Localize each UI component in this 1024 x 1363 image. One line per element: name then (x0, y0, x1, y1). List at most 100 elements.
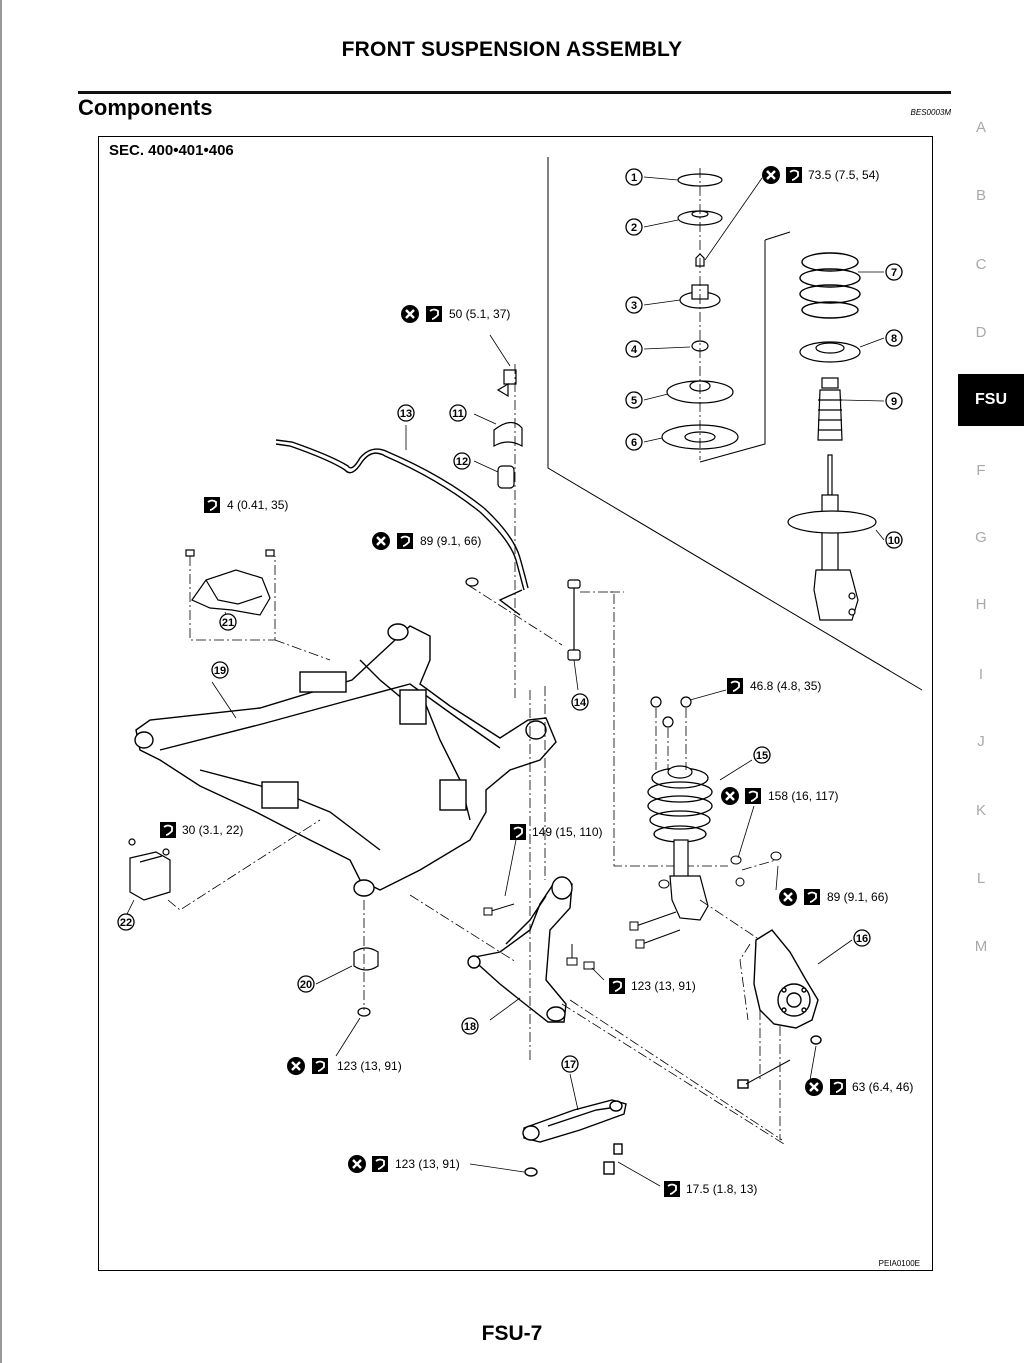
svg-text:14: 14 (574, 697, 587, 709)
index-letter-m[interactable]: M (974, 938, 988, 955)
leader-lines-7-10 (841, 271, 885, 541)
index-letter-g[interactable]: G (975, 529, 987, 546)
svg-text:12: 12 (456, 456, 468, 468)
svg-text:20: 20 (300, 979, 312, 991)
svg-text:123 (13, 91): 123 (13, 91) (395, 1157, 460, 1171)
index-letter-d[interactable]: D (975, 324, 987, 341)
assembly-divider-lines (547, 157, 923, 691)
torque-spec-30: 30 (3.1, 22) (159, 821, 243, 839)
no-reuse-icon (346, 1153, 368, 1175)
compression-rod (522, 1099, 627, 1177)
steering-knuckle (737, 929, 822, 1089)
link-dashed-lines (409, 686, 785, 1145)
no-reuse-icon (719, 785, 741, 807)
torque-spec-149: 149 (15, 110) (509, 823, 603, 841)
torque-wrench-icon (829, 1078, 847, 1096)
section-title: Components (78, 95, 213, 120)
callout-6: 6 (625, 433, 643, 451)
stabilizer-bar (275, 439, 529, 616)
svg-text:2: 2 (631, 222, 637, 234)
svg-text:22: 22 (120, 917, 132, 929)
coil-spring (799, 252, 861, 319)
svg-text:3: 3 (631, 300, 637, 312)
svg-text:13: 13 (400, 408, 412, 420)
svg-text:10: 10 (888, 535, 900, 547)
no-reuse-icon (803, 1076, 825, 1098)
callout-15: 15 (753, 746, 771, 764)
index-letter-f[interactable]: F (976, 462, 986, 479)
svg-text:16: 16 (856, 933, 868, 945)
mount-dashed-lines (167, 819, 321, 911)
svg-text:89 (9.1, 66): 89 (9.1, 66) (827, 890, 888, 904)
callout-14: 14 (571, 693, 589, 711)
transverse-link (467, 876, 573, 1023)
torque-spec-123-rod: 123 (13, 91) (346, 1153, 460, 1175)
installed-strut-coil (647, 767, 713, 843)
svg-text:6: 6 (631, 437, 637, 449)
page-number: FSU-7 (481, 1322, 543, 1345)
svg-text:89 (9.1, 66): 89 (9.1, 66) (420, 534, 481, 548)
torque-spec-63: 63 (6.4, 46) (803, 1076, 913, 1098)
callout-9: 9 (885, 392, 903, 410)
torque-wrench-icon (608, 977, 626, 995)
torque-spec-89-upper: 89 (9.1, 66) (370, 530, 481, 552)
index-letter-l[interactable]: L (976, 870, 986, 887)
svg-text:17.5 (1.8, 13): 17.5 (1.8, 13) (686, 1182, 757, 1196)
callout-18: 18 (461, 1017, 479, 1035)
index-letter-h[interactable]: H (975, 596, 987, 613)
member-stopper-bushing (353, 947, 379, 1017)
callout-1: 1 (625, 168, 643, 186)
svg-text:11: 11 (452, 408, 464, 420)
svg-text:8: 8 (891, 333, 897, 345)
callout-2: 2 (625, 218, 643, 236)
spring-seat-and-bumper (799, 341, 861, 441)
engine-mount-bracket (128, 838, 171, 901)
callout-8: 8 (885, 329, 903, 347)
svg-text:5: 5 (631, 395, 637, 407)
index-letter-b[interactable]: B (975, 187, 986, 204)
torque-wrench-icon (509, 823, 527, 841)
callout-17: 17 (561, 1055, 579, 1073)
svg-text:1: 1 (631, 172, 637, 184)
svg-text:50 (5.1, 37): 50 (5.1, 37) (449, 307, 510, 321)
index-letter-j[interactable]: J (977, 733, 985, 750)
section-ref-code: BES0003M (910, 108, 951, 117)
torque-spec-123-member: 123 (13, 91) (285, 1055, 402, 1077)
no-reuse-icon (399, 303, 421, 325)
torque-wrench-icon (726, 677, 744, 695)
svg-text:73.5 (7.5, 54): 73.5 (7.5, 54) (808, 168, 879, 182)
index-letter-a[interactable]: A (975, 119, 986, 136)
svg-text:4: 4 (631, 344, 638, 356)
leader-lines-11-14 (405, 334, 579, 691)
torque-wrench-icon (744, 787, 762, 805)
stabilizer-connecting-rod (465, 577, 581, 661)
strut-assembly (787, 454, 877, 621)
index-letter-i[interactable]: I (978, 666, 984, 683)
torque-wrench-icon (311, 1057, 329, 1075)
torque-spec-17-5: 17.5 (1.8, 13) (663, 1180, 757, 1198)
dashed-axis-lines-upper (467, 364, 728, 867)
index-tab-fsu[interactable]: FSU (958, 374, 1024, 426)
index-letter-k[interactable]: K (975, 802, 986, 819)
page-title: FRONT SUSPENSION ASSEMBLY (341, 38, 683, 61)
svg-text:21: 21 (222, 617, 234, 629)
no-reuse-icon (760, 164, 782, 186)
svg-text:7: 7 (891, 267, 897, 279)
no-reuse-icon (370, 530, 392, 552)
torque-spec-50: 50 (5.1, 37) (399, 303, 510, 325)
svg-text:46.8 (4.8, 35): 46.8 (4.8, 35) (750, 679, 821, 693)
heat-insulator-cover (185, 549, 275, 616)
page-left-edge (0, 0, 2, 1363)
callout-7: 7 (885, 263, 903, 281)
title-rule (78, 91, 951, 94)
callout-12: 12 (453, 452, 471, 470)
strut-bolts (629, 851, 782, 949)
callout-16: 16 (853, 929, 871, 947)
callout-11: 11 (449, 404, 467, 422)
torque-wrench-icon (803, 888, 821, 906)
callout-5: 5 (625, 391, 643, 409)
index-letter-c[interactable]: C (975, 256, 987, 273)
svg-text:17: 17 (564, 1059, 576, 1071)
callout-4: 4 (625, 340, 643, 358)
torque-wrench-icon (785, 166, 803, 184)
